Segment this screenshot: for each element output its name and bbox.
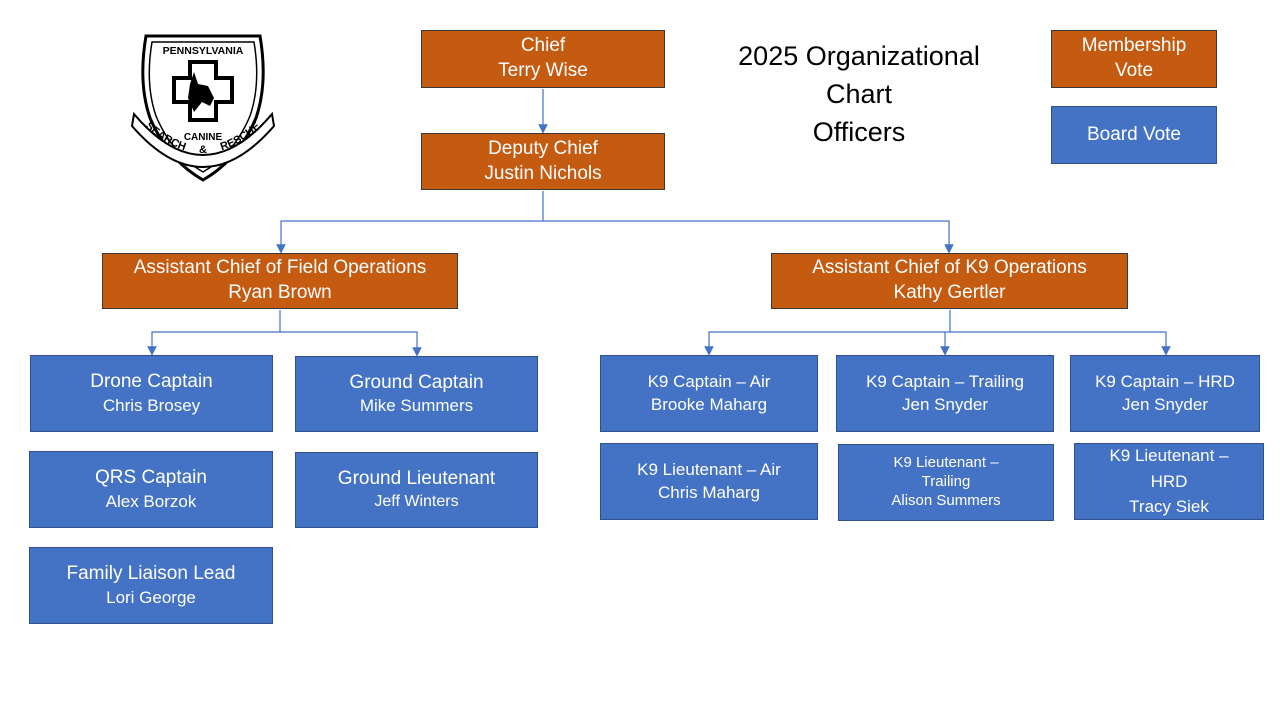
legend-membership-line-1: Membership [1081, 35, 1187, 57]
k9-captain-air-role: K9 Captain – Air [647, 372, 771, 392]
k9-captain-air-name: Brooke Maharg [650, 394, 768, 414]
ground-captain-box: Ground Captain Mike Summers [295, 356, 538, 432]
deputy-name: Justin Nichols [484, 162, 602, 184]
k9-lieutenant-trailing-name: Alison Summers [891, 491, 1001, 509]
asst-chief-k9-box: Assistant Chief of K9 Operations Kathy G… [771, 253, 1128, 309]
logo-banner-amp: & [199, 144, 207, 156]
deputy-role: Deputy Chief [488, 137, 598, 159]
k9-captain-hrd-box: K9 Captain – HRD Jen Snyder [1070, 355, 1260, 432]
legend-membership-line-2: Vote [1114, 60, 1154, 81]
k9-lieutenant-air-role: K9 Lieutenant – Air [637, 460, 781, 480]
connector-k9-air [704, 310, 951, 356]
qrs-captain-name: Alex Borzok [105, 491, 197, 511]
chief-name: Terry Wise [498, 60, 588, 81]
connector-field-ground [280, 331, 422, 357]
k9-lieutenant-hrd-name: Tracy Siek [1129, 497, 1209, 517]
drone-captain-role: Drone Captain [90, 371, 213, 393]
k9-captain-air-box: K9 Captain – Air Brooke Maharg [600, 355, 818, 432]
connector-field-drone [147, 310, 281, 356]
family-liaison-box: Family Liaison Lead Lori George [29, 547, 273, 624]
logo-banner [130, 111, 276, 168]
family-liaison-role: Family Liaison Lead [66, 563, 236, 585]
k9-lieutenant-trailing-role-1: K9 Lieutenant – [893, 454, 999, 472]
connector-k9-hrd [950, 331, 1171, 356]
k9-lieutenant-air-name: Chris Maharg [657, 482, 761, 502]
asst-chief-field-role: Assistant Chief of Field Operations [133, 257, 427, 279]
k9-captain-trailing-name: Jen Snyder [902, 394, 988, 414]
asst-chief-k9-role: Assistant Chief of K9 Operations [812, 257, 1087, 279]
asst-chief-field-name: Ryan Brown [228, 282, 332, 303]
deputy-chief-box: Deputy Chief Justin Nichols [421, 133, 665, 190]
drone-captain-box: Drone Captain Chris Brosey [30, 355, 273, 432]
legend-board-vote: Board Vote [1051, 106, 1217, 164]
k9-captain-hrd-role: K9 Captain – HRD [1095, 372, 1235, 392]
k9-lieutenant-hrd-role-2: HRD [1150, 471, 1188, 491]
k9-lieutenant-hrd-box: K9 Lieutenant – HRD Tracy Siek [1074, 443, 1264, 520]
k9-captain-trailing-role: K9 Captain – Trailing [866, 372, 1024, 392]
connector-deputy-k9 [543, 220, 954, 254]
ground-lieutenant-name: Jeff Winters [374, 492, 459, 510]
k9-lieutenant-trailing-box: K9 Lieutenant – Trailing Alison Summers [838, 444, 1054, 521]
legend-membership-vote: Membership Vote [1051, 30, 1217, 88]
ground-lieutenant-box: Ground Lieutenant Jeff Winters [295, 452, 538, 528]
qrs-captain-role: QRS Captain [95, 467, 207, 489]
k9-lieutenant-air-box: K9 Lieutenant – Air Chris Maharg [600, 443, 818, 520]
logo-top-text: PENNSYLVANIA [163, 45, 244, 57]
asst-chief-field-box: Assistant Chief of Field Operations Ryan… [102, 253, 458, 309]
asst-chief-k9-name: Kathy Gertler [893, 282, 1006, 303]
chief-box: Chief Terry Wise [421, 30, 665, 88]
family-liaison-name: Lori George [106, 587, 196, 607]
legend-board-label: Board Vote [1086, 123, 1182, 145]
pa-canine-search-rescue-logo: PENNSYLVANIA CANINE SEARCH & RESCUE [130, 34, 276, 182]
ground-captain-role: Ground Captain [349, 371, 484, 393]
logo-middle-text: CANINE [184, 132, 223, 143]
drone-captain-name: Chris Brosey [102, 395, 201, 415]
title-line-2: Chart [825, 78, 893, 109]
title-line-1: 2025 Organizational [738, 41, 980, 71]
ground-captain-name: Mike Summers [359, 396, 474, 416]
connector-deputy-field [276, 191, 544, 254]
chart-title: 2025 Organizational Chart Officers [700, 38, 1018, 151]
k9-captain-hrd-name: Jen Snyder [1122, 394, 1208, 414]
ground-lieutenant-role: Ground Lieutenant [337, 468, 496, 490]
k9-captain-trailing-box: K9 Captain – Trailing Jen Snyder [836, 355, 1054, 432]
chief-role: Chief [520, 35, 566, 57]
title-line-3: Officers [812, 116, 906, 147]
k9-lieutenant-hrd-role-1: K9 Lieutenant – [1109, 446, 1229, 466]
dog-head-icon [188, 72, 214, 112]
k9-lieutenant-trailing-role-2: Trailing [921, 473, 971, 491]
qrs-captain-box: QRS Captain Alex Borzok [29, 451, 273, 528]
svg-text:&: & [199, 144, 207, 156]
